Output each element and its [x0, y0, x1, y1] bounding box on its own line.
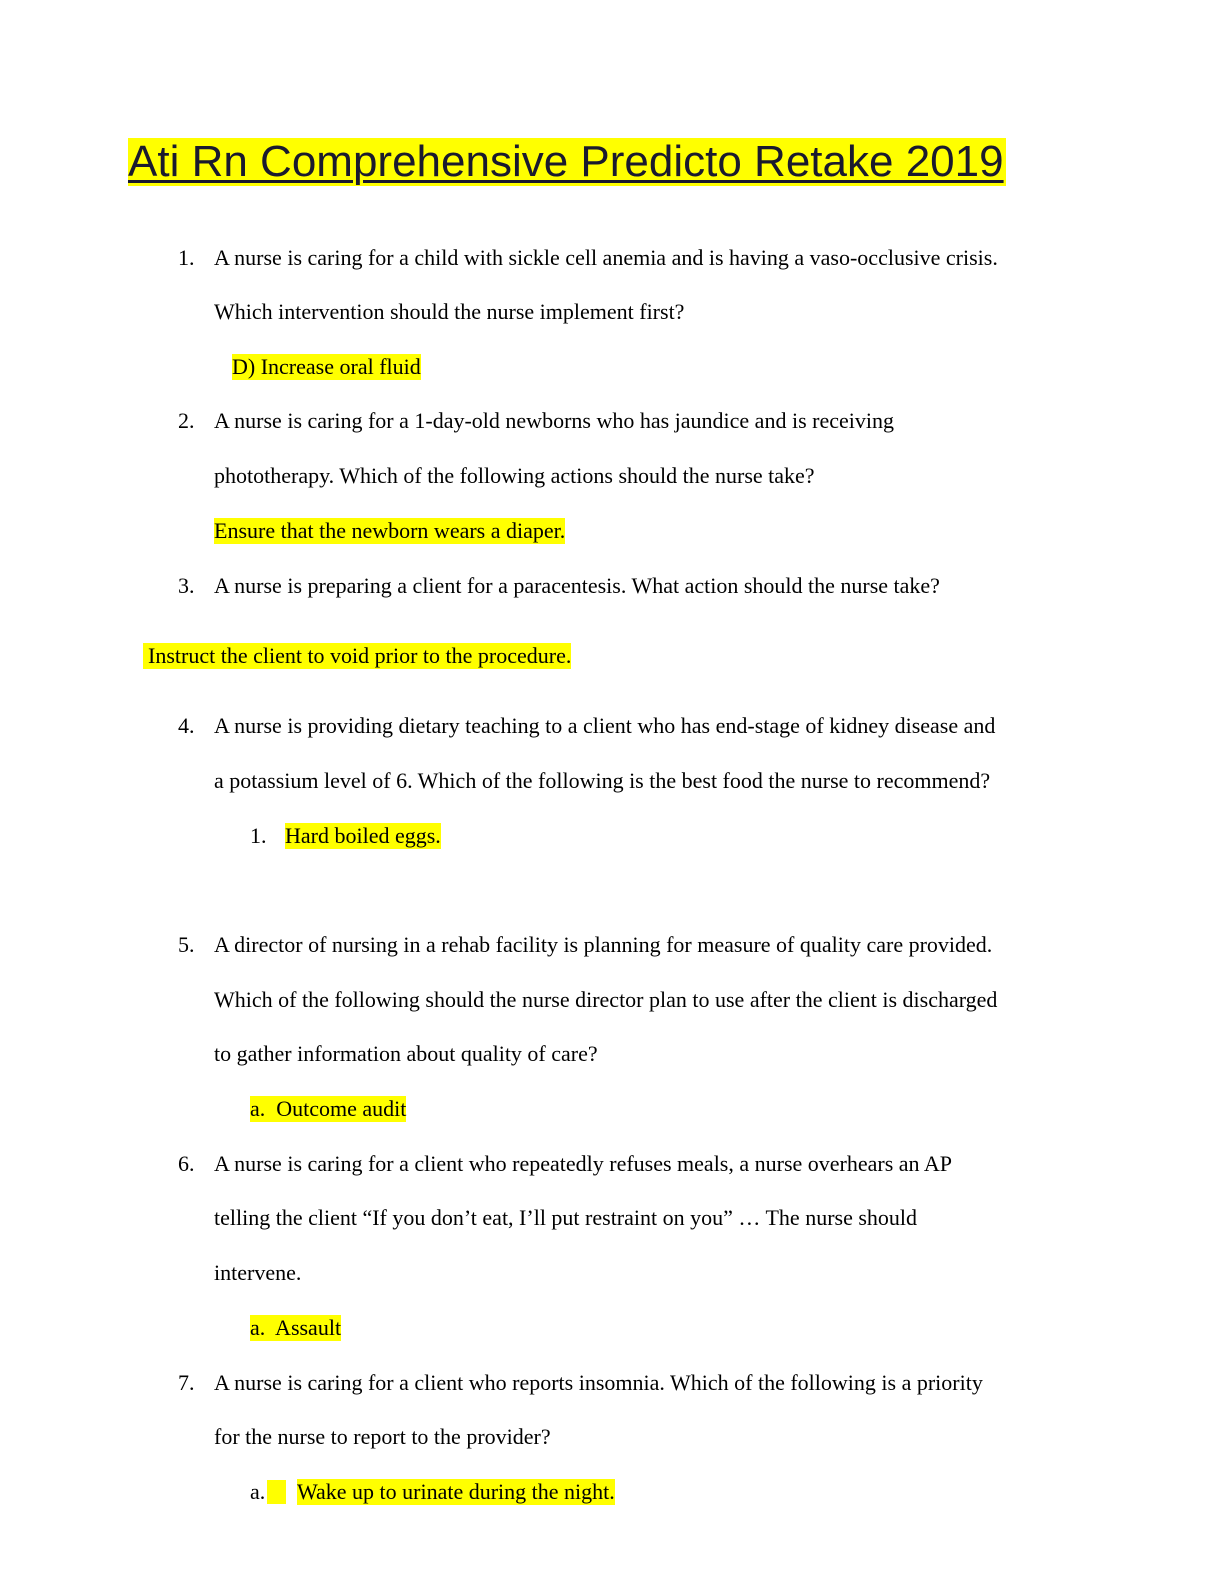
question-number: 4. — [178, 713, 195, 738]
question-text: a potassium level of 6. Which of the fol… — [214, 768, 991, 793]
question-text: Which of the following should the nurse … — [214, 987, 998, 1012]
answer-marker: a. — [250, 1479, 266, 1504]
question-text: A nurse is caring for a client who repea… — [214, 1151, 952, 1176]
answer-highlight: a. Assault — [250, 1315, 342, 1341]
highlight-box — [267, 1480, 286, 1504]
answer-highlight: D) Increase oral fluid — [232, 354, 421, 380]
question-text: Which intervention should the nurse impl… — [214, 299, 685, 324]
answer-highlight: Ensure that the newborn wears a diaper. — [214, 518, 566, 544]
question-text: telling the client “If you don’t eat, I’… — [214, 1205, 918, 1230]
answer-marker: 1. — [250, 823, 267, 848]
answer-highlight: Hard boiled eggs. — [285, 823, 441, 849]
answer-highlight: a. Outcome audit — [250, 1096, 407, 1122]
question-number: 7. — [178, 1370, 195, 1395]
answer-highlight: Wake up to urinate during the night. — [297, 1479, 615, 1505]
question-number: 5. — [178, 932, 195, 957]
page-title: Ati Rn Comprehensive Predicto Retake 201… — [128, 137, 1006, 186]
question-text: A nurse is preparing a client for a para… — [214, 573, 940, 598]
question-text: A nurse is caring for a child with sickl… — [214, 245, 998, 270]
answer-highlight: Instruct the client to void prior to the… — [143, 643, 572, 669]
question-number: 3. — [178, 573, 195, 598]
question-text: A nurse is caring for a client who repor… — [214, 1370, 983, 1395]
question-text: phototherapy. Which of the following act… — [214, 463, 815, 488]
question-text: A director of nursing in a rehab facilit… — [214, 932, 993, 957]
question-number: 2. — [178, 408, 195, 433]
question-text: A nurse is providing dietary teaching to… — [214, 713, 996, 738]
question-text: for the nurse to report to the provider? — [214, 1424, 551, 1449]
question-text: intervene. — [214, 1260, 302, 1285]
question-number: 6. — [178, 1151, 195, 1176]
question-text: A nurse is caring for a 1-day-old newbor… — [214, 408, 894, 433]
question-text: to gather information about quality of c… — [214, 1041, 598, 1066]
question-number: 1. — [178, 245, 195, 270]
